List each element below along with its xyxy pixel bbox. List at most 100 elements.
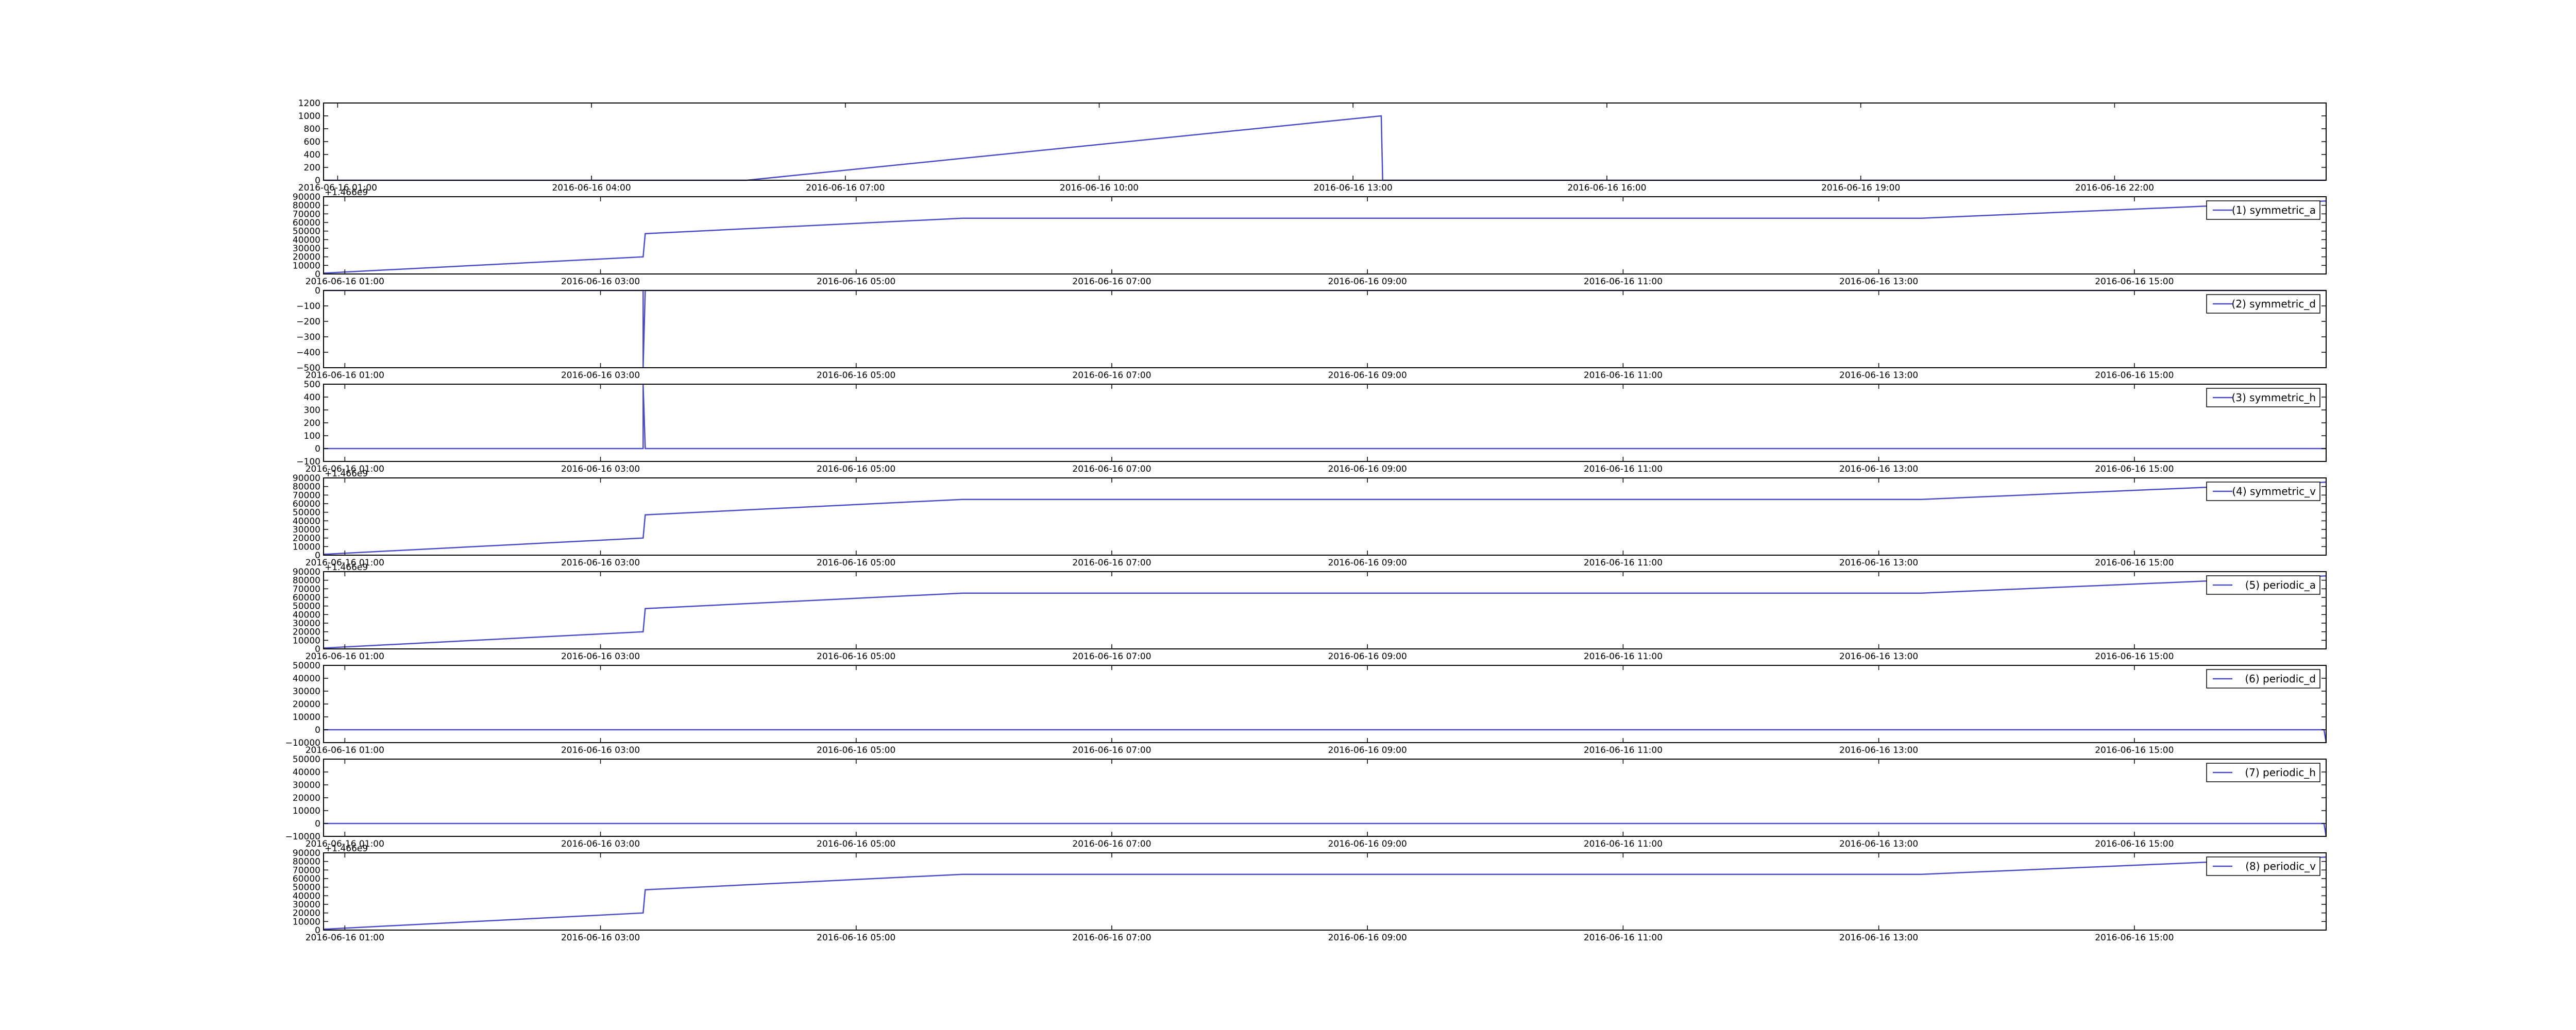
x-tick-label: 2016-06-16 01:00 xyxy=(306,370,384,381)
y-offset-label: +1.466e9 xyxy=(325,469,368,479)
subplot-8: −10000010000200003000040000500002016-06-… xyxy=(285,754,2327,849)
x-tick-label: 2016-06-16 13:00 xyxy=(1839,558,1918,568)
y-tick-label: −10000 xyxy=(285,832,320,842)
y-tick-label: −200 xyxy=(296,317,320,327)
axes-frame xyxy=(323,852,2327,931)
x-tick-label: 2016-06-16 05:00 xyxy=(817,745,895,756)
x-tick-label: 2016-06-16 15:00 xyxy=(2095,933,2174,943)
x-tick-label: 2016-06-16 09:00 xyxy=(1328,277,1407,287)
y-tick-label: 0 xyxy=(315,725,320,735)
axes-frame xyxy=(323,384,2327,462)
y-tick-label: 30000 xyxy=(293,525,320,535)
y-tick-label: 90000 xyxy=(293,567,320,577)
x-tick-label: 2016-06-16 07:00 xyxy=(1072,839,1151,849)
y-tick-label: 0 xyxy=(315,819,320,829)
y-offset-label: +1.466e9 xyxy=(325,562,368,573)
x-tick-label: 2016-06-16 07:00 xyxy=(1072,745,1151,756)
y-tick-label: 30000 xyxy=(293,900,320,910)
y-tick-label: 90000 xyxy=(293,848,320,859)
x-tick-label: 2016-06-16 13:00 xyxy=(1839,839,1918,849)
x-tick-label: 2016-06-16 07:00 xyxy=(1072,651,1151,662)
y-tick-label: 0 xyxy=(315,444,320,454)
y-tick-label: 10000 xyxy=(293,712,320,723)
x-tick-label: 2016-06-16 01:00 xyxy=(306,745,384,756)
x-tick-label: 2016-06-16 03:00 xyxy=(561,558,640,568)
axes-frame xyxy=(323,477,2327,556)
subplot-2: 0100002000030000400005000060000700008000… xyxy=(293,187,2327,287)
axes-frame xyxy=(323,571,2327,649)
y-tick-label: 100 xyxy=(304,431,320,441)
y-tick-label: 80000 xyxy=(293,857,320,867)
x-tick-label: 2016-06-16 01:00 xyxy=(306,839,384,849)
y-tick-label: 60000 xyxy=(293,218,320,228)
x-tick-label: 2016-06-16 19:00 xyxy=(1821,183,1900,193)
x-tick-label: 2016-06-16 07:00 xyxy=(1072,933,1151,943)
y-tick-label: 70000 xyxy=(293,209,320,219)
x-tick-label: 2016-06-16 15:00 xyxy=(2095,558,2174,568)
y-tick-label: 0 xyxy=(315,551,320,561)
series-line xyxy=(323,200,2327,274)
y-tick-label: 80000 xyxy=(293,482,320,492)
x-tick-label: 2016-06-16 22:00 xyxy=(2075,183,2154,193)
legend: (8) periodic_v xyxy=(2206,856,2320,876)
x-tick-label: 2016-06-16 01:00 xyxy=(306,933,384,943)
x-tick-label: 2016-06-16 13:00 xyxy=(1839,370,1918,381)
y-tick-label: 20000 xyxy=(293,908,320,919)
x-tick-label: 2016-06-16 05:00 xyxy=(817,839,895,849)
x-tick-label: 2016-06-16 11:00 xyxy=(1584,933,1663,943)
x-tick-label: 2016-06-16 07:00 xyxy=(1072,277,1151,287)
x-tick-label: 2016-06-16 11:00 xyxy=(1584,651,1663,662)
y-tick-label: 40000 xyxy=(293,891,320,901)
x-tick-label: 2016-06-16 04:00 xyxy=(552,183,631,193)
y-tick-label: 30000 xyxy=(293,686,320,697)
y-tick-label: 1000 xyxy=(298,111,320,122)
subplot-5: 0100002000030000400005000060000700008000… xyxy=(293,469,2327,568)
x-tick-label: 2016-06-16 05:00 xyxy=(817,277,895,287)
y-tick-label: 50000 xyxy=(293,602,320,612)
x-tick-label: 2016-06-16 13:00 xyxy=(1314,183,1393,193)
x-tick-label: 2016-06-16 13:00 xyxy=(1839,651,1918,662)
x-tick-label: 2016-06-16 13:00 xyxy=(1839,745,1918,756)
y-tick-label: 0 xyxy=(315,176,320,186)
x-tick-label: 2016-06-16 15:00 xyxy=(2095,464,2174,474)
x-tick-label: 2016-06-16 13:00 xyxy=(1839,933,1918,943)
legend-label: (2) symmetric_d xyxy=(2231,298,2316,310)
y-tick-label: −100 xyxy=(296,301,320,312)
y-tick-label: 70000 xyxy=(293,490,320,501)
y-tick-label: 80000 xyxy=(293,576,320,586)
x-tick-label: 2016-06-16 01:00 xyxy=(306,558,384,568)
y-tick-label: 10000 xyxy=(293,261,320,271)
y-tick-label: −300 xyxy=(296,332,320,342)
y-tick-label: 10000 xyxy=(293,917,320,927)
x-tick-label: 2016-06-16 11:00 xyxy=(1584,745,1663,756)
axes-frame xyxy=(323,102,2327,181)
y-tick-label: 40000 xyxy=(293,674,320,684)
x-tick-label: 2016-06-16 07:00 xyxy=(806,183,885,193)
y-tick-label: 0 xyxy=(315,925,320,936)
x-tick-label: 2016-06-16 03:00 xyxy=(561,464,640,474)
x-tick-label: 2016-06-16 07:00 xyxy=(1072,464,1151,474)
series-line xyxy=(324,384,2326,450)
legend: (3) symmetric_h xyxy=(2206,388,2320,407)
y-tick-label: 300 xyxy=(304,405,320,416)
series-line xyxy=(324,115,2326,181)
x-tick-label: 2016-06-16 03:00 xyxy=(561,277,640,287)
y-tick-label: −500 xyxy=(296,363,320,373)
y-tick-label: 400 xyxy=(304,150,320,160)
x-tick-label: 2016-06-16 05:00 xyxy=(817,651,895,662)
y-tick-label: 500 xyxy=(304,380,320,390)
legend: (7) periodic_h xyxy=(2206,763,2320,782)
x-tick-label: 2016-06-16 13:00 xyxy=(1839,277,1918,287)
x-tick-label: 2016-06-16 13:00 xyxy=(1839,464,1918,474)
series-line xyxy=(324,289,2326,368)
y-tick-label: 50000 xyxy=(293,227,320,237)
y-tick-label: 0 xyxy=(315,269,320,280)
y-tick-label: 600 xyxy=(304,137,320,147)
y-tick-label: 40000 xyxy=(293,235,320,245)
x-tick-label: 2016-06-16 11:00 xyxy=(1584,558,1663,568)
y-offset-label: +1.466e9 xyxy=(325,844,368,854)
